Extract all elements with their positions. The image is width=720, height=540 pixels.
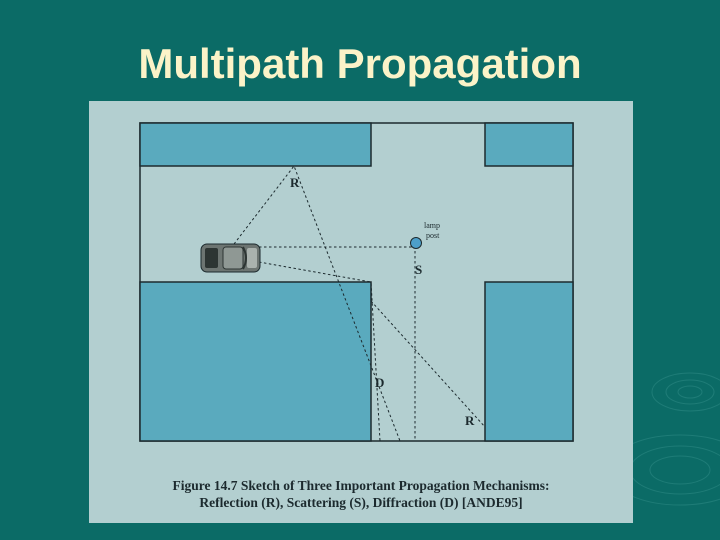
car-icon (200, 243, 261, 273)
scattering-label: S (415, 262, 422, 277)
lamp-post-label-line1: lamp (424, 221, 440, 230)
propagation-diagram: lamp post R S D R (139, 122, 574, 442)
reflection-path-bottom (370, 300, 486, 428)
slide-title: Multipath Propagation (138, 40, 582, 87)
figure-caption-line-2: Reflection (R), Scattering (S), Diffract… (199, 495, 523, 510)
building-top-left (139, 122, 372, 167)
lamp-post-label-line2: post (426, 231, 440, 240)
reflection-label-bottom: R (465, 413, 475, 428)
building-top-right (484, 122, 574, 167)
building-bottom-left (139, 281, 372, 442)
reflection-label-top: R (290, 175, 300, 190)
figure-panel: lamp post R S D R Figure 14.7 Sketch of … (89, 101, 633, 523)
lamp-post-icon (410, 237, 422, 249)
diffraction-label: D (375, 375, 384, 390)
building-bottom-right (484, 281, 574, 442)
figure-caption-line-1: Figure 14.7 Sketch of Three Important Pr… (172, 478, 550, 493)
